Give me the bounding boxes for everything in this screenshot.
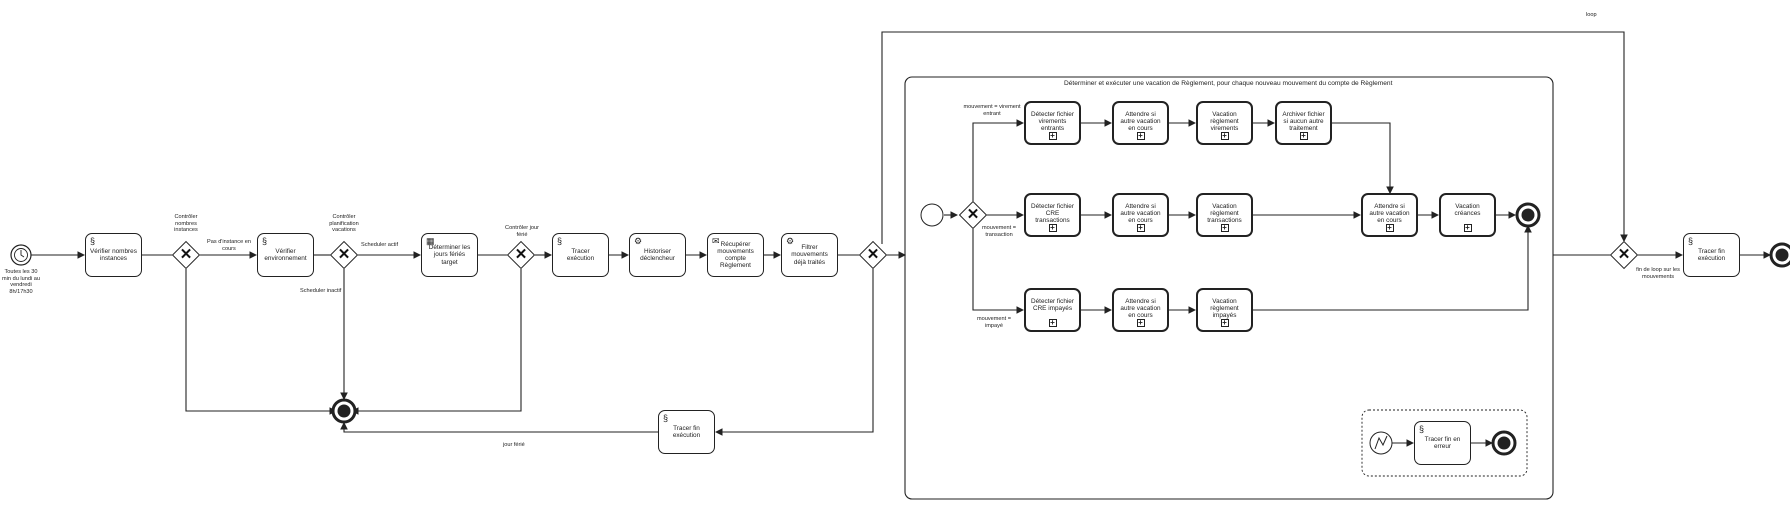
script-icon: § [1688, 236, 1694, 246]
task-verifier-environnement[interactable]: § Vérifier environnement [257, 233, 314, 277]
sub-detecter-virements[interactable]: Détecter fichier virements entrants + [1024, 101, 1081, 145]
flow-label-mvt-transaction: mouvement = transaction [981, 225, 1017, 238]
sub-attendre-1[interactable]: Attendre si autre vacation en cours + [1112, 101, 1169, 145]
task-tracer-fin-execution[interactable]: § Tracer fin exécution [1683, 233, 1740, 277]
error-icon [1374, 435, 1388, 450]
script-icon: § [663, 413, 669, 423]
expand-icon[interactable]: + [1220, 131, 1229, 140]
sub-attendre-2[interactable]: Attendre si autre vacation en cours + [1112, 193, 1169, 237]
error-event-subprocess [1361, 409, 1528, 477]
receive-message-icon: ✉ [712, 236, 720, 246]
gateway-x-icon: ✕ [1617, 246, 1631, 263]
task-tracer-fin-erreur[interactable]: § Tracer fin en erreur [1414, 421, 1471, 465]
expand-icon[interactable]: + [1136, 223, 1145, 232]
sub-attendre-3[interactable]: Attendre si autre vacation en cours + [1112, 288, 1169, 332]
sub-vacation-virements[interactable]: Vacation règlement virements + [1196, 101, 1253, 145]
expand-icon[interactable]: + [1048, 318, 1057, 327]
service-gear-icon: ⚙ [786, 236, 795, 246]
task-tracer-fin-ferie[interactable]: § Tracer fin exécution [658, 410, 715, 454]
gateway-label-controler-nombres: Contrôler nombres instances [174, 214, 198, 234]
flow-label-mvt-impaye: mouvement = impayé [976, 316, 1012, 329]
expand-icon[interactable]: + [1048, 223, 1057, 232]
sub-vacation-transactions[interactable]: Vacation règlement transactions + [1196, 193, 1253, 237]
flow-label-jour-ferie: jour férié [503, 442, 525, 448]
gateway-x-icon: ✕ [866, 246, 880, 263]
sub-vacation-impayes[interactable]: Vacation règlement impayés + [1196, 288, 1253, 332]
gateway-x-icon: ✕ [514, 246, 528, 263]
subprocess-title: Déterminer et exécuter une vacation de R… [1064, 80, 1393, 87]
flow-label-pas-instance: Pas d'instance en cours [207, 239, 251, 252]
flow-label-mvt-virement: mouvement = virement entrant [963, 104, 1021, 117]
gateway-x-icon: ✕ [337, 246, 351, 263]
expand-icon[interactable]: + [1299, 131, 1308, 140]
expand-icon[interactable]: + [1136, 131, 1145, 140]
flow-label-loop: loop [1586, 12, 1597, 18]
task-filtrer-mouvements[interactable]: ⚙ Filtrer mouvements déjà traités [781, 233, 838, 277]
script-icon: § [557, 236, 563, 246]
timer-label: Toutes les 30 min du lundi au vendredi 8… [2, 269, 40, 295]
sub-archiver[interactable]: Archiver fichier si aucun autre traiteme… [1275, 101, 1332, 145]
task-recuperer-mouvements[interactable]: ✉ Récupérer mouvements compte Règlement [707, 233, 764, 277]
script-icon: § [90, 236, 96, 246]
expand-icon[interactable]: + [1220, 223, 1229, 232]
subprocess-start-event [920, 203, 944, 227]
task-verifier-nombres[interactable]: § Vérifier nombres instances [85, 233, 142, 277]
sub-vacation-creances[interactable]: Vacation créances + [1439, 193, 1496, 237]
sub-detecter-impayes[interactable]: Détecter fichier CRE impayés + [1024, 288, 1081, 332]
task-tracer-execution[interactable]: § Tracer exécution [552, 233, 609, 277]
gateway-x-icon: ✕ [179, 246, 193, 263]
gateway-label-controler-ferie: Contrôler jour férié [505, 225, 539, 238]
flow-label-scheduler-actif: Scheduler actif [361, 242, 399, 248]
expand-icon[interactable]: + [1220, 318, 1229, 327]
subprocess-container [904, 76, 1554, 500]
expand-icon[interactable]: + [1048, 131, 1057, 140]
task-historiser[interactable]: ⚙ Historiser déclencheur [629, 233, 686, 277]
expand-icon[interactable]: + [1385, 223, 1394, 232]
flow-label-scheduler-inactif: Scheduler inactif [300, 288, 342, 294]
service-gear-icon: ⚙ [634, 236, 643, 246]
flow-label-fin-loop: fin de loop sur les mouvements [1636, 267, 1680, 280]
expand-icon[interactable]: + [1136, 318, 1145, 327]
script-icon: § [1419, 424, 1425, 434]
business-rule-icon: ▦ [426, 236, 435, 246]
gateway-x-icon: ✕ [966, 206, 980, 223]
task-determiner-jours[interactable]: ▦ Déterminer les jours fériés target [421, 233, 478, 277]
expand-icon[interactable]: + [1463, 223, 1472, 232]
script-icon: § [262, 236, 268, 246]
gateway-label-controler-planification: Contrôler planification vacations [329, 214, 359, 234]
error-start-event [1369, 431, 1393, 455]
sub-detecter-cre[interactable]: Détecter fichier CRE transactions + [1024, 193, 1081, 237]
sub-attendre-merge[interactable]: Attendre si autre vacation en cours + [1361, 193, 1418, 237]
